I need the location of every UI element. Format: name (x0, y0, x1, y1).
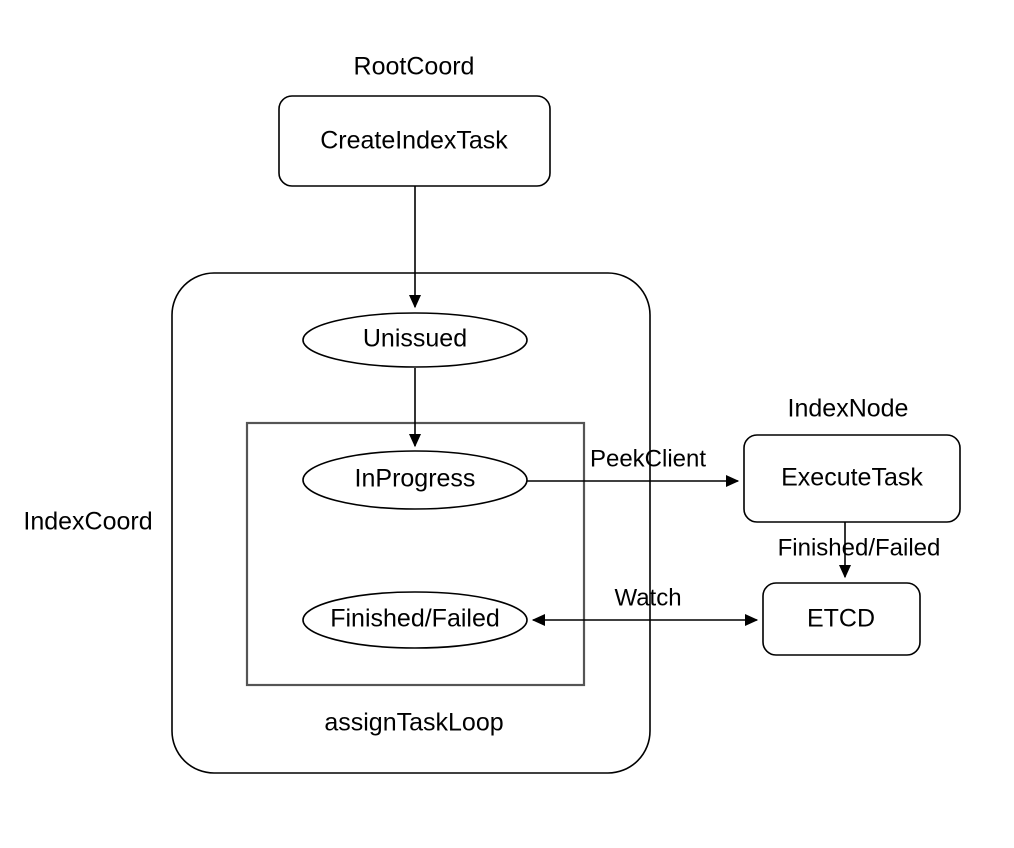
node-create-index-task[interactable]: CreateIndexTask (278, 95, 551, 187)
etcd-label: ETCD (807, 605, 875, 633)
group-label-indexnode: IndexNode (788, 395, 909, 423)
node-finished-failed[interactable]: Finished/Failed (302, 591, 528, 649)
edge-etcd-to-finishedfailed: Watch (531, 584, 759, 626)
group-label-indexcoord: IndexCoord (23, 508, 152, 536)
group-label-rootcoord: RootCoord (354, 53, 475, 81)
execute-task-shape[interactable] (743, 434, 961, 523)
unissued-label: Unissued (363, 325, 467, 353)
edge-inprogress-to-executetask: PeekClient (527, 445, 740, 487)
execute-task-label: ExecuteTask (781, 464, 923, 492)
group-indexcoord-container (171, 272, 651, 774)
inprogress-label: InProgress (355, 465, 476, 493)
unissued-shape[interactable] (302, 312, 528, 368)
node-execute-task[interactable]: ExecuteTask (743, 434, 961, 523)
finished-failed-label: Finished/Failed (330, 605, 500, 633)
edge-label-finished-failed: Finished/Failed (778, 534, 941, 561)
node-inprogress[interactable]: InProgress (302, 450, 528, 510)
edge-label-peekclient: PeekClient (590, 445, 706, 472)
create-index-task-shape[interactable] (278, 95, 551, 187)
edge-executetask-to-etcd: Finished/Failed (778, 522, 941, 579)
node-etcd[interactable]: ETCD (762, 582, 921, 656)
group-label-assigntaskloop: assignTaskLoop (324, 709, 503, 737)
finished-failed-shape[interactable] (302, 591, 528, 649)
indexcoord-boundary (171, 272, 651, 774)
node-unissued[interactable]: Unissued (302, 312, 528, 368)
etcd-shape[interactable] (762, 582, 921, 656)
create-index-task-label: CreateIndexTask (320, 127, 508, 155)
edge-label-watch: Watch (614, 584, 681, 611)
inprogress-shape[interactable] (302, 450, 528, 510)
